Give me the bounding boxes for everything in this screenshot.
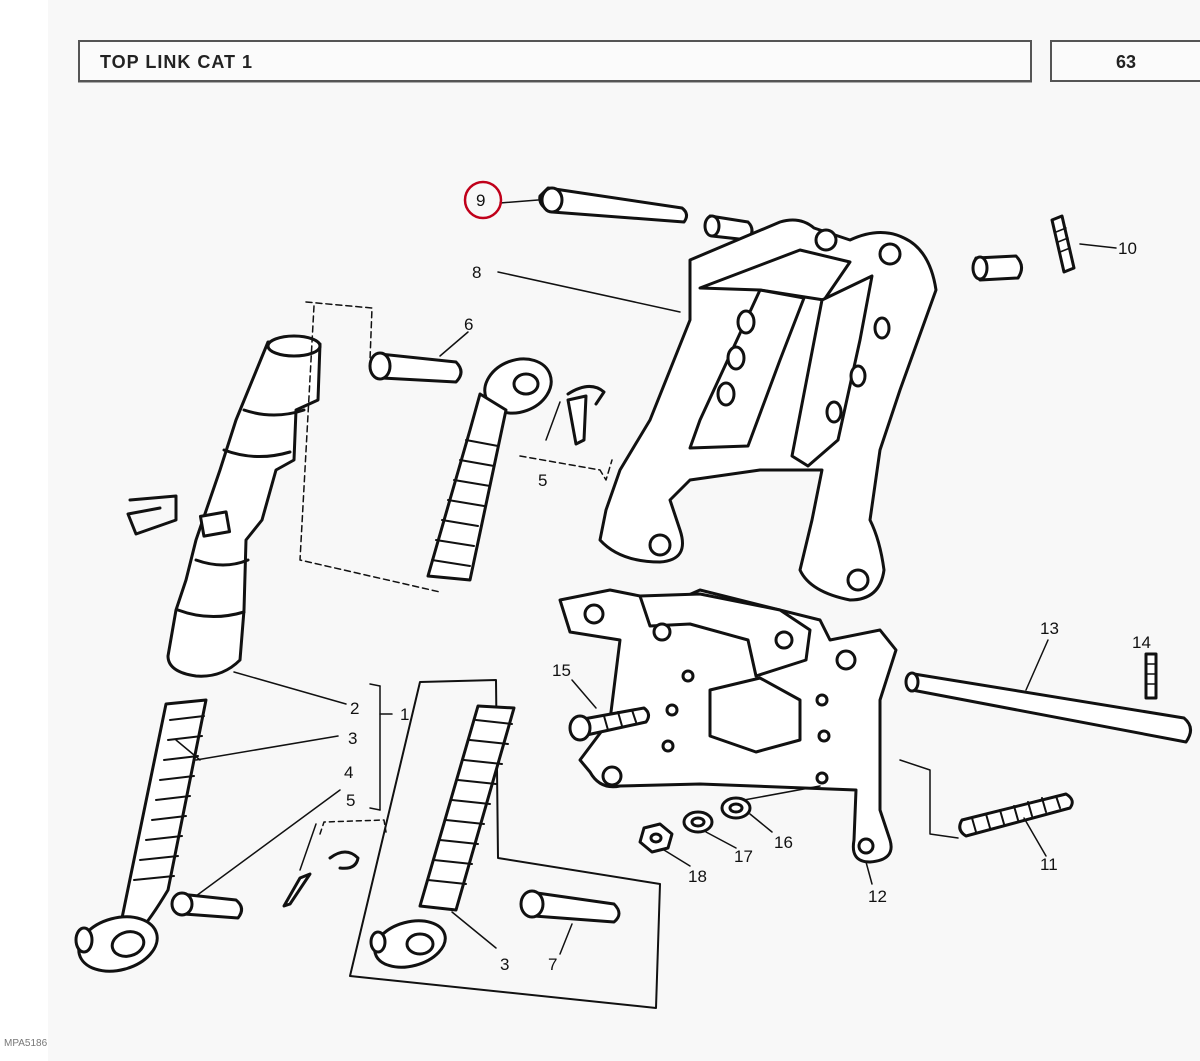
title-box: TOP LINK CAT 1 <box>78 40 1032 82</box>
part-10-clip-pin <box>1050 214 1117 274</box>
callout-4: 4 <box>344 763 353 782</box>
figure-code: MPA5186 <box>4 1038 48 1049</box>
callout-15: 15 <box>552 661 571 680</box>
assembly-bracket-lines <box>175 671 393 897</box>
part-4-pin <box>170 891 243 920</box>
callout-8: 8 <box>472 263 481 282</box>
callout-7: 7 <box>548 955 557 974</box>
part-2-top-link-tube <box>166 334 322 678</box>
callout-1: 1 <box>400 705 409 724</box>
part-6-pin <box>368 331 469 384</box>
callout-5-upper: 5 <box>538 471 547 490</box>
part-15-bolt <box>568 679 651 742</box>
page-title: TOP LINK CAT 1 <box>100 52 254 72</box>
callout-6: 6 <box>464 315 473 334</box>
part-16-washer <box>720 785 821 833</box>
callout-14: 14 <box>1132 633 1151 652</box>
callout-17: 17 <box>734 847 753 866</box>
part-7-pin <box>519 889 621 955</box>
spring-clip <box>126 494 178 536</box>
part-18-nut <box>638 822 691 867</box>
callout-12: 12 <box>868 887 887 906</box>
callout-9: 9 <box>476 191 485 210</box>
part-13-long-rod <box>904 639 1192 744</box>
highlight-circle <box>463 180 503 220</box>
bushing-part <box>703 214 754 242</box>
part-9-pin <box>499 186 689 224</box>
assembly-dashed-outline <box>299 301 613 593</box>
part-5-lynch-pin-lower <box>282 823 360 908</box>
part-8-bracket <box>497 218 938 602</box>
part-5-lynch-pin-upper <box>545 385 606 446</box>
part-3-threaded-end-lower <box>349 679 661 1009</box>
callout-16: 16 <box>774 833 793 852</box>
callout-5-lower: 5 <box>346 791 355 810</box>
part-11-threaded-stud <box>958 792 1074 857</box>
callout-13: 13 <box>1040 619 1059 638</box>
part-17-washer <box>682 810 737 849</box>
callout-18: 18 <box>688 867 707 886</box>
part-3-threaded-end-left <box>74 698 208 973</box>
page-number-box: 63 <box>1050 40 1200 82</box>
part-3-threaded-end-upper <box>426 357 553 582</box>
callout-3-left: 3 <box>348 729 357 748</box>
callout-2: 2 <box>350 699 359 718</box>
callout-11: 11 <box>1040 855 1058 874</box>
part-12-mounting-plate <box>558 588 959 885</box>
page-number: 63 <box>1116 52 1137 72</box>
callout-10: 10 <box>1118 239 1137 258</box>
part-14-bolt <box>1144 652 1158 700</box>
bushing-part <box>971 254 1023 282</box>
callout-3-lower: 3 <box>500 955 509 974</box>
